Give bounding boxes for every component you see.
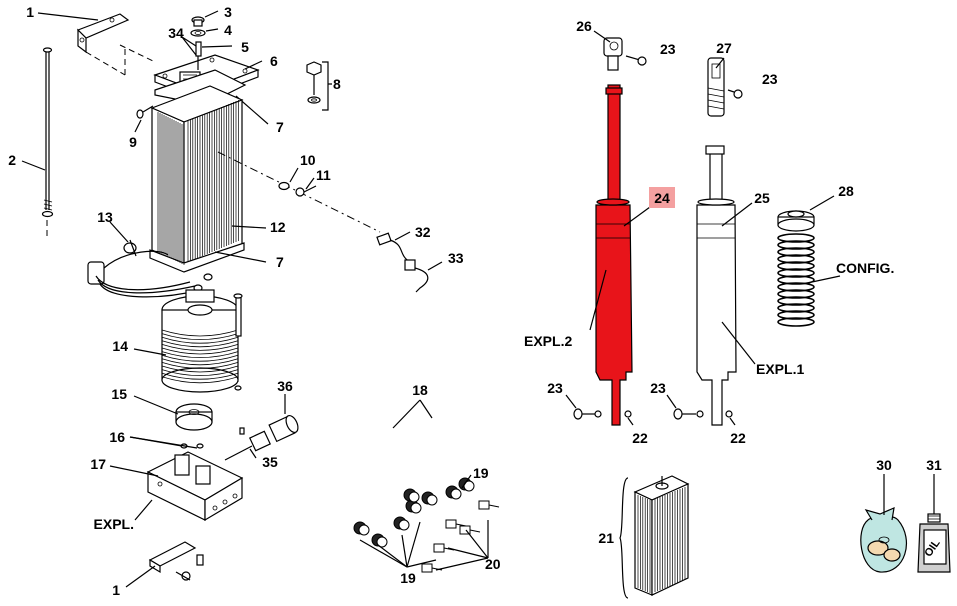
label-part-34: 34 bbox=[168, 25, 184, 41]
part-screw-9 bbox=[136, 105, 154, 119]
label-part-1b: 1 bbox=[112, 582, 120, 598]
part-ring-10 bbox=[278, 181, 290, 191]
label-part-25: 25 bbox=[754, 190, 770, 206]
label-part-23c: 23 bbox=[547, 380, 563, 396]
part-base-housing bbox=[146, 451, 244, 522]
label-part-21: 21 bbox=[598, 530, 614, 546]
part-screws-lower-white bbox=[673, 408, 733, 420]
label-part-4: 4 bbox=[224, 22, 232, 38]
part-seal-kit-bag bbox=[860, 507, 907, 573]
label-part-3: 3 bbox=[224, 4, 232, 20]
label-expl2: EXPL.2 bbox=[524, 333, 572, 349]
label-part-24: 24 bbox=[654, 190, 670, 206]
label-part-7b: 7 bbox=[276, 254, 284, 270]
label-part-33: 33 bbox=[448, 250, 464, 266]
part-cylinder-25 bbox=[696, 145, 737, 426]
label-config: CONFIG. bbox=[836, 260, 894, 276]
part-tie-rod bbox=[41, 47, 54, 218]
part-coil-transformer bbox=[161, 289, 239, 393]
part-clevis-26 bbox=[603, 37, 647, 71]
label-part-19b: 19 bbox=[400, 570, 416, 586]
label-part-6: 6 bbox=[270, 53, 278, 69]
label-part-2: 2 bbox=[8, 152, 16, 168]
label-expl: EXPL. bbox=[94, 516, 134, 532]
part-bolt-washer bbox=[306, 61, 322, 104]
part-oil-bottle: OIL bbox=[917, 513, 951, 573]
heater-fins bbox=[157, 100, 239, 265]
label-part-11: 11 bbox=[316, 167, 331, 183]
label-part-20: 20 bbox=[485, 556, 501, 572]
label-part-36: 36 bbox=[277, 378, 293, 394]
part-u-tubes bbox=[362, 411, 463, 520]
part-stack-fittings bbox=[190, 16, 206, 70]
label-expl1: EXPL.1 bbox=[756, 361, 804, 377]
part-clevis-27 bbox=[707, 57, 743, 117]
label-part-8: 8 bbox=[333, 76, 341, 92]
label-part-26: 26 bbox=[576, 18, 592, 34]
part-screws-lower-red bbox=[573, 408, 632, 420]
label-part-16: 16 bbox=[109, 429, 125, 445]
label-part-7: 7 bbox=[276, 119, 284, 135]
label-part-18: 18 bbox=[412, 382, 428, 398]
label-part-27: 27 bbox=[716, 40, 732, 56]
label-part-22a: 22 bbox=[632, 430, 648, 446]
label-part-10: 10 bbox=[300, 152, 316, 168]
label-part-23a: 23 bbox=[660, 41, 676, 57]
part-bracket-bottom bbox=[148, 541, 204, 581]
label-part-28: 28 bbox=[838, 183, 854, 199]
coil-windings bbox=[161, 329, 239, 384]
label-part-9: 9 bbox=[129, 134, 137, 150]
part-base-disc bbox=[175, 403, 213, 431]
label-part-31: 31 bbox=[926, 457, 942, 473]
part-pin-assembly bbox=[224, 414, 299, 461]
part-spring bbox=[777, 210, 815, 232]
tube-fittings bbox=[353, 477, 500, 573]
highlight-box bbox=[649, 187, 675, 208]
label-part-12: 12 bbox=[270, 219, 286, 235]
part-sensor-cable bbox=[87, 239, 201, 298]
part-cylinder-highlighted bbox=[595, 84, 633, 426]
part-wire-harness bbox=[376, 232, 429, 293]
label-part-14: 14 bbox=[112, 338, 128, 354]
label-part-17: 17 bbox=[90, 456, 106, 472]
heater-fins-spare bbox=[637, 487, 686, 593]
spring-coils bbox=[777, 233, 815, 327]
label-part-23b: 23 bbox=[762, 71, 778, 87]
label-part-15: 15 bbox=[111, 386, 127, 402]
label-part-19a: 19 bbox=[473, 465, 489, 481]
label-part-5: 5 bbox=[241, 39, 249, 55]
label-part-30: 30 bbox=[876, 457, 892, 473]
label-part-22b: 22 bbox=[730, 430, 746, 446]
label-part-1: 1 bbox=[26, 4, 34, 20]
part-screw-11 bbox=[295, 185, 317, 197]
part-bracket-top bbox=[76, 13, 130, 54]
label-part-35: 35 bbox=[262, 454, 278, 470]
label-part-13: 13 bbox=[97, 209, 113, 225]
label-part-23d: 23 bbox=[650, 380, 666, 396]
label-part-32: 32 bbox=[415, 224, 431, 240]
